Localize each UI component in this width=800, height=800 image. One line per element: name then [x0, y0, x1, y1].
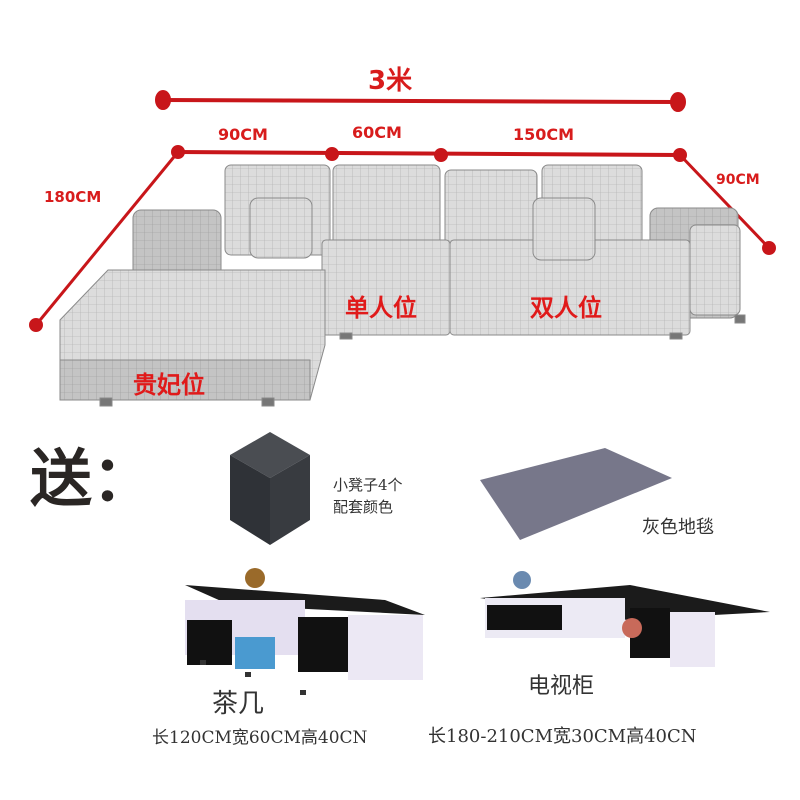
coffee-table-title: 茶几 — [212, 689, 265, 719]
carpet-label: 灰色地毯 — [642, 517, 714, 538]
sofa — [59, 164, 746, 407]
segment-label-3: 150CM — [513, 125, 575, 144]
coffee-table-image — [185, 568, 425, 695]
right-depth-label: 90CM — [716, 172, 760, 188]
carpet-image — [480, 448, 672, 540]
section-label-chaise: 贵妃位 — [133, 371, 205, 399]
section-label-double: 双人位 — [530, 294, 602, 322]
gift-heading: 送： — [30, 442, 155, 515]
segment-label-1: 90CM — [218, 125, 268, 144]
section-label-single: 单人位 — [345, 294, 417, 322]
total-width-label: 3米 — [368, 66, 413, 96]
ottoman-label-line2: 配套颜色 — [333, 498, 394, 516]
dimension-lines — [29, 90, 776, 332]
tv-cabinet-image — [480, 571, 770, 667]
ottoman-label-line1: 小凳子4个 — [333, 476, 403, 494]
left-depth-label: 180CM — [44, 188, 102, 206]
segment-label-2: 60CM — [352, 123, 402, 142]
coffee-table-size: 长120CM宽60CM高40CN — [152, 728, 368, 748]
ottoman-image — [230, 432, 310, 545]
tv-cabinet-title: 电视柜 — [528, 674, 595, 699]
tv-cabinet-size: 长180-210CM宽30CM高40CN — [428, 726, 697, 747]
